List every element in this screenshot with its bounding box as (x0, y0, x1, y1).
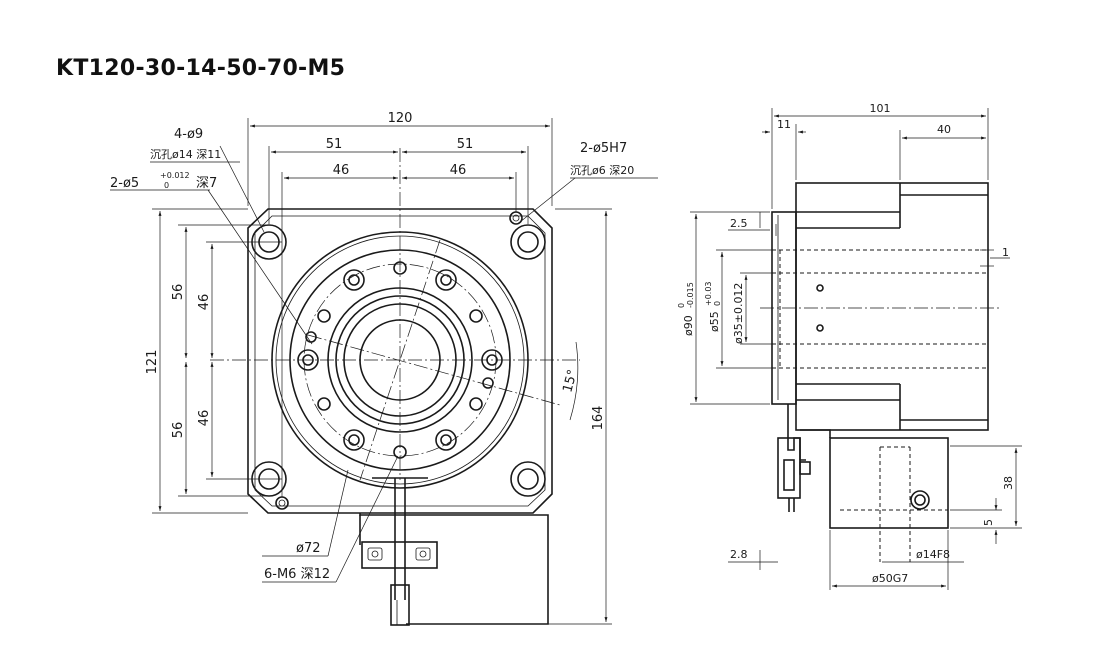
dim-upper-56: 56 (171, 284, 186, 301)
callout-pin-2-lower-tol: 0 (164, 181, 169, 190)
callout-pin-right: 2-ø5H7 (580, 141, 627, 156)
side-top-dims (762, 108, 989, 209)
dim-left-51: 51 (326, 137, 343, 152)
dim-lower-56: 56 (171, 422, 186, 439)
dim-gap-1: 1 (1002, 246, 1009, 259)
dim-dia-90-upper-tol: 0 (677, 303, 686, 308)
front-right-dims (548, 208, 612, 625)
dim-dia-55-upper-tol: +0.03 (704, 281, 713, 306)
dim-lower-46: 46 (197, 410, 212, 427)
front-base-plate (247, 208, 553, 514)
side-bottom-dims (829, 530, 964, 590)
callout-pcd: ø72 (296, 541, 321, 556)
dim-dia-90: ø90 (682, 315, 695, 336)
callout-thread: 6-M6 深12 (264, 567, 330, 582)
dim-height-164: 164 (591, 406, 606, 431)
side-motor-block (829, 437, 949, 529)
dim-left-46: 46 (333, 163, 350, 178)
side-left-dims (690, 211, 778, 570)
dim-right-46: 46 (450, 163, 467, 178)
dim-length-40: 40 (937, 123, 951, 136)
side-right-dims (950, 249, 1022, 544)
dim-offset-11: 11 (777, 118, 791, 131)
dim-gap-2-8: 2.8 (730, 548, 748, 561)
front-left-dims (152, 208, 282, 514)
front-view: 120 51 51 46 46 121 56 46 46 56 (110, 111, 658, 626)
front-top-dims (247, 118, 553, 497)
side-body (795, 182, 989, 431)
dim-height-38: 38 (1002, 476, 1015, 490)
dim-shaft-50: ø50G7 (872, 572, 908, 585)
callout-pin-2-depth: 深7 (196, 176, 217, 191)
callout-holes-4-counterbore: 沉孔ø14 深11 (150, 148, 221, 161)
dim-length-101: 101 (870, 102, 891, 115)
dim-right-51: 51 (457, 137, 474, 152)
front-callout-leaders (110, 145, 658, 583)
dim-height-121: 121 (145, 350, 160, 375)
callout-pin-right-counterbore: 沉孔ø6 深20 (570, 164, 634, 177)
dim-angle-15: 15° (560, 368, 580, 394)
dim-dia-35: ø35±0.012 (732, 283, 745, 344)
motor-housing (359, 477, 549, 626)
dim-height-5: 5 (982, 519, 995, 526)
dim-width-120: 120 (388, 111, 413, 126)
front-center-lines (210, 148, 580, 481)
front-inner-plate (254, 215, 546, 507)
dim-dia-55: ø55 (708, 311, 721, 332)
dim-gap-2-5: 2.5 (730, 217, 748, 230)
dim-dia-90-lower-tol: -0.015 (686, 282, 695, 308)
callout-pin-2-upper-tol: +0.012 (160, 171, 190, 180)
dim-shaft-14: ø14F8 (916, 548, 950, 561)
callout-holes-4: 4-ø9 (174, 127, 203, 142)
dim-dia-55-lower-tol: 0 (713, 301, 722, 306)
callout-pin-2: 2-ø5 (110, 176, 139, 191)
dim-upper-46: 46 (197, 294, 212, 311)
side-view: 101 11 40 2.5 ø90 0 -0.015 ø55 +0.03 0 ø… (677, 102, 1022, 590)
drawing-title: KT120-30-14-50-70-M5 (56, 56, 346, 81)
